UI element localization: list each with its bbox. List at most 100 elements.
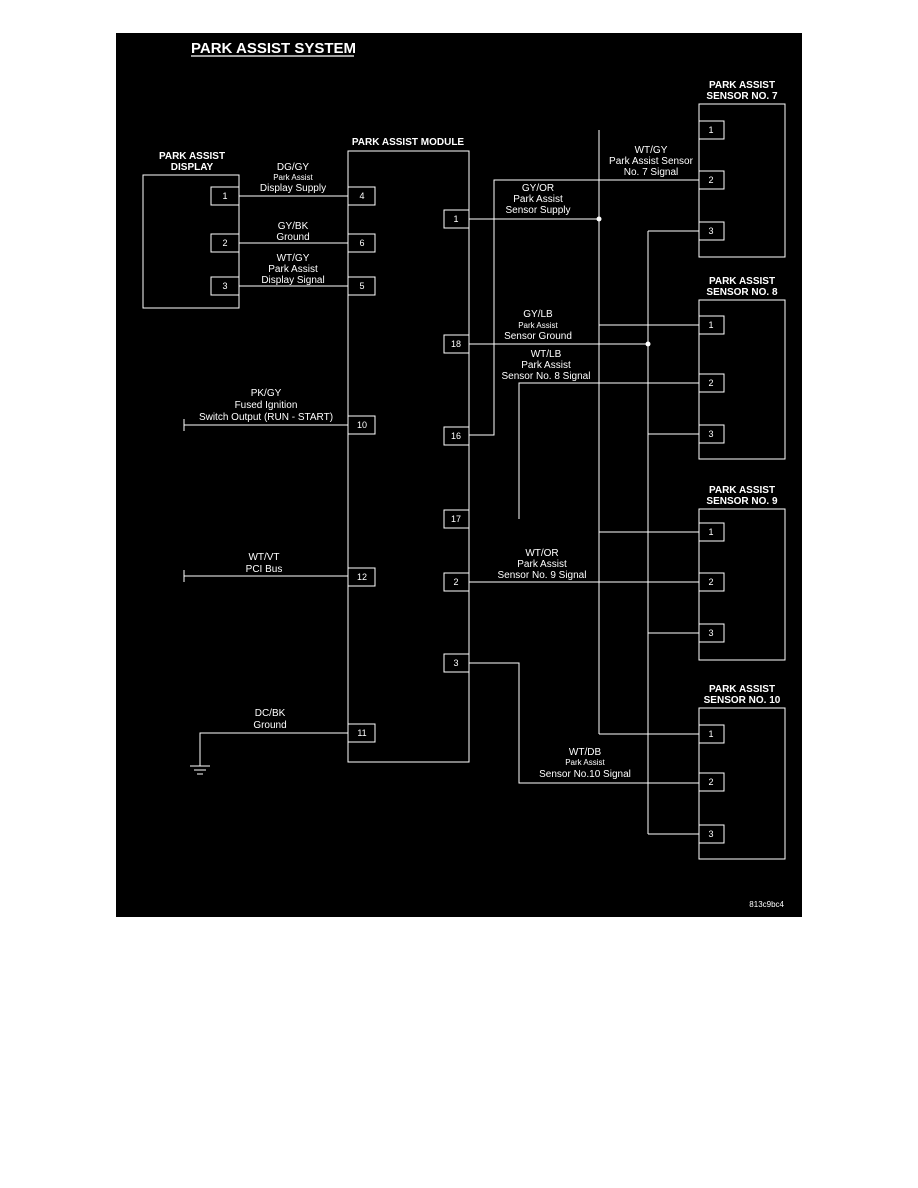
sensor-10-pin-1: 1 [708,729,713,739]
wire-dg-gy-desc2: Display Supply [260,183,326,194]
wire-gy-lb-code: GY/LB [523,309,553,320]
module-pin-11: 11 [357,728,366,738]
sensor-9-pin-3: 3 [708,628,713,638]
sensor-7-pin-1: 1 [708,125,713,135]
module-pin-box-16 [443,426,470,446]
module-pin-box-12 [347,567,376,587]
wire-wt-or-code: WT/OR [525,548,558,559]
wire-wt-vt-desc: PCI Bus [246,564,283,575]
wire-dc-bk-line [199,732,348,766]
wire-gy-or: GY/OR Park Assist Sensor Supply [469,130,699,735]
park-assist-module: PARK ASSIST MODULE 4 6 5 10 12 11 1 18 1… [347,137,470,763]
module-pin-box-17 [443,509,470,529]
display-pin-3: 3 [222,281,227,291]
wire-wt-db-desc1: Park Assist [565,758,605,767]
sensor-9-pin-1: 1 [708,527,713,537]
sensor-10-name-line1: PARK ASSIST [709,684,775,695]
display-name-line1: PARK ASSIST [159,151,225,162]
wire-dc-bk-code: DC/BK [255,708,286,719]
reference-code: 813c9bc4 [749,900,784,909]
sensor-9-name-line2: SENSOR NO. 9 [706,496,778,507]
wiring-diagram-svg: PARK ASSIST SYSTEM PARK ASSIST DISPLAY 1… [142,40,786,909]
module-pin-6: 6 [359,238,364,248]
sensor-8-pin-1: 1 [708,320,713,330]
wire-wt-db-line [469,662,699,784]
wire-wt-gy-sensor7-line [469,179,699,436]
wire-wt-gy-sensor7-desc1: Park Assist Sensor [609,156,694,167]
park-assist-display: PARK ASSIST DISPLAY 1 2 3 [142,151,240,309]
display-pin-1: 1 [222,191,227,201]
wire-wt-db: WT/DB Park Assist Sensor No.10 Signal [469,662,699,784]
sensor-10-pin-3: 3 [708,829,713,839]
wire-gy-bk-desc: Ground [276,232,309,243]
display-name-line2: DISPLAY [171,162,214,173]
wire-wt-lb-line [518,382,699,519]
wire-pk-gy-desc1: Fused Ignition [235,400,298,411]
wire-wt-gy-display: WT/GY Park Assist Display Signal [239,253,348,287]
sensor-10: PARK ASSIST SENSOR NO. 10 1 2 3 [698,684,786,860]
sensor-8-name-line2: SENSOR NO. 8 [706,287,778,298]
sensor-7-pin-3: 3 [708,226,713,236]
module-pin-4: 4 [359,191,364,201]
wire-gy-or-desc1: Park Assist [513,194,563,205]
wire-gy-lb-desc2: Sensor Ground [504,331,572,342]
wire-wt-gy-display-desc2: Display Signal [261,275,324,286]
wire-wt-or: WT/OR Park Assist Sensor No. 9 Signal [469,548,699,583]
sensor-7-name-line2: SENSOR NO. 7 [706,91,778,102]
wire-gy-lb-desc1: Park Assist [518,321,558,330]
sensor-9: PARK ASSIST SENSOR NO. 9 1 2 3 [698,485,786,661]
wire-wt-lb-desc2: Sensor No. 8 Signal [502,371,591,382]
sensor-8-pin-3: 3 [708,429,713,439]
wire-dc-bk-desc: Ground [253,720,286,731]
sensor-8-pin-2: 2 [708,378,713,388]
wire-gy-or-desc2: Sensor Supply [505,205,570,216]
module-pin-17: 17 [451,514,461,524]
wire-pk-gy-code: PK/GY [251,388,282,399]
wire-wt-gy-sensor7-code: WT/GY [635,145,668,156]
module-pin-16: 16 [451,431,461,441]
wire-gy-bk-code: GY/BK [278,221,309,232]
sensor-9-pin-2: 2 [708,577,713,587]
wire-pk-gy-desc2: Switch Output (RUN - START) [199,412,333,423]
module-box [347,150,470,763]
wire-gy-lb: GY/LB Park Assist Sensor Ground [469,230,699,835]
supply-splice [596,216,602,222]
sensor-7-name-line1: PARK ASSIST [709,80,775,91]
display-pin-2: 2 [222,238,227,248]
wire-pk-gy: PK/GY Fused Ignition Switch Output (RUN … [183,388,348,431]
wire-wt-db-code: WT/DB [569,747,602,758]
wire-dg-gy-desc1: Park Assist [273,173,313,182]
wire-wt-or-desc1: Park Assist [517,559,567,570]
module-pin-5: 5 [359,281,364,291]
wire-wt-gy-display-code: WT/GY [277,253,310,264]
sensor-7: PARK ASSIST SENSOR NO. 7 1 2 3 [698,80,786,258]
sensor-7-pin-2: 2 [708,175,713,185]
wire-gy-or-code: GY/OR [522,183,554,194]
module-pin-10: 10 [357,420,367,430]
module-name: PARK ASSIST MODULE [352,137,465,148]
wire-wt-lb: WT/LB Park Assist Sensor No. 8 Signal [502,349,699,519]
wire-wt-gy-sensor7-desc2: No. 7 Signal [624,167,678,178]
module-pin-18: 18 [451,339,461,349]
sensor-8-name-line1: PARK ASSIST [709,276,775,287]
wire-wt-vt: WT/VT PCI Bus [183,552,348,582]
wire-wt-gy-display-desc1: Park Assist [268,264,318,275]
ground-splice [645,341,651,347]
wire-dg-gy: DG/GY Park Assist Display Supply [239,162,348,197]
wire-wt-or-desc2: Sensor No. 9 Signal [498,570,587,581]
wire-wt-gy-sensor7: WT/GY Park Assist Sensor No. 7 Signal [469,145,699,436]
wire-dg-gy-code: DG/GY [277,162,310,173]
wire-wt-lb-desc1: Park Assist [521,360,571,371]
module-pin-12: 12 [357,572,367,582]
sensor-8: PARK ASSIST SENSOR NO. 8 1 2 3 [698,276,786,460]
sensor-10-pin-2: 2 [708,777,713,787]
wiring-diagram: PARK ASSIST SYSTEM PARK ASSIST DISPLAY 1… [116,33,802,917]
wire-gy-bk: GY/BK Ground [239,221,348,244]
module-pin-3: 3 [453,658,458,668]
sensor-9-name-line1: PARK ASSIST [709,485,775,496]
sensor-10-name-line2: SENSOR NO. 10 [704,695,781,706]
diagram-title: PARK ASSIST SYSTEM [191,40,356,57]
sensor-7-pin-box-1 [698,120,725,140]
wire-dc-bk: DC/BK Ground [190,708,348,775]
module-pin-2: 2 [453,577,458,587]
